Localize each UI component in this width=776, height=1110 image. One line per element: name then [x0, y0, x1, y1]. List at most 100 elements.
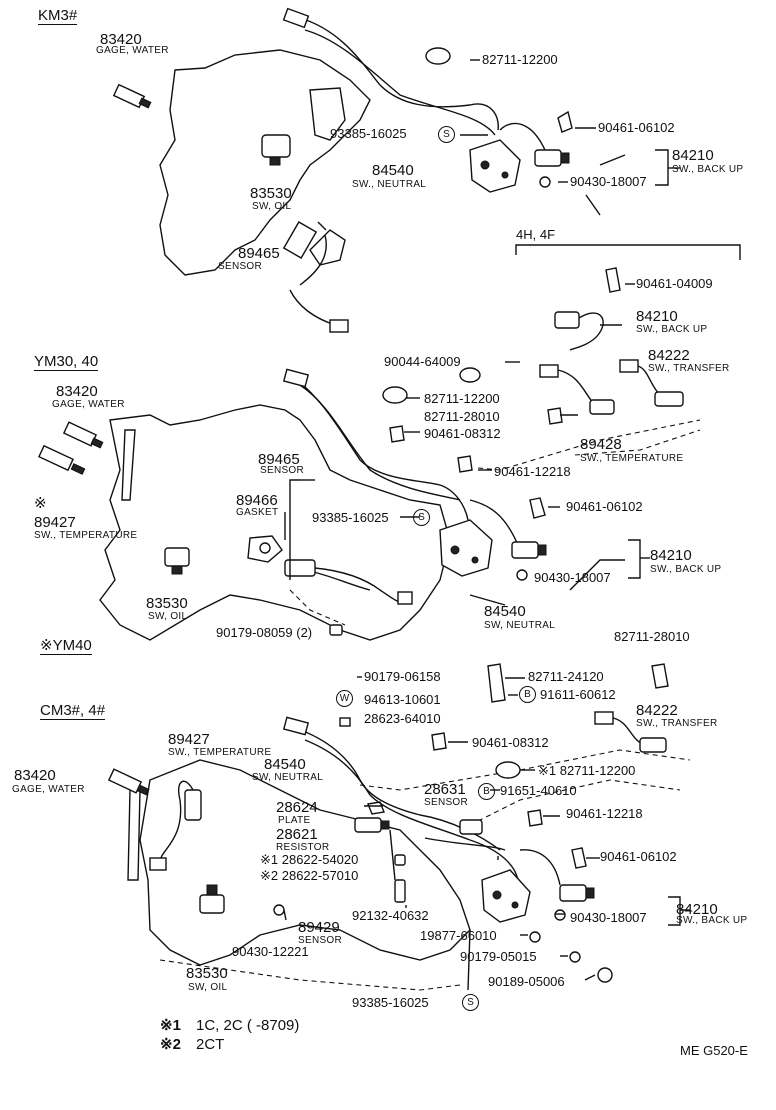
gage-water-cm-icon — [107, 768, 150, 796]
resistor-cm-icon — [354, 817, 390, 833]
part-90430-18007: 90430-18007 — [570, 174, 647, 189]
part-83420: 83420 — [14, 767, 56, 784]
part-90430-18007: 90430-18007 — [570, 910, 647, 925]
badge-b: B — [519, 686, 536, 703]
part-89427: 89427 — [34, 514, 76, 531]
part-desc: SW., NEUTRAL — [352, 179, 427, 190]
part-90179-05015: 90179-05015 — [460, 949, 537, 964]
clamp-km3-icon — [425, 47, 451, 65]
part-89465: 89465 — [238, 245, 280, 262]
section-ym40: ※YM40 — [40, 637, 92, 655]
part-93385-16025: 93385-16025 — [352, 995, 429, 1010]
part-84210: 84210 — [650, 547, 692, 564]
part-28623-64010: 28623-64010 — [364, 711, 441, 726]
sensor-ym-icon — [284, 559, 413, 605]
part-19877-66010: 19877-66010 — [420, 928, 497, 943]
part-90430-12221: 90430-12221 — [232, 944, 309, 959]
part-84540: 84540 — [372, 162, 414, 179]
badge-w: W — [336, 690, 353, 707]
part-desc: RESISTOR — [276, 842, 330, 853]
part-90430-18007: 90430-18007 — [534, 570, 611, 585]
part-desc: SW., TEMPERATURE — [168, 747, 272, 758]
backup-switch-4h-icon — [554, 311, 604, 351]
part-desc: GASKET — [236, 507, 279, 518]
oil-switch-ym-icon — [164, 547, 190, 575]
neutral-switch-km3-icon — [469, 139, 521, 193]
part-28621: 28621 — [276, 826, 318, 843]
clamp-ym-icon — [382, 367, 481, 404]
footnote-mark: ※ — [34, 495, 47, 512]
part-90461-06102: 90461-06102 — [566, 499, 643, 514]
neutral-switch-ym-icon — [439, 519, 493, 577]
part-89466: 89466 — [236, 492, 278, 509]
part-desc: GAGE, WATER — [96, 45, 169, 56]
backup-switch-cm-icon — [559, 884, 595, 902]
section-ym30-40: YM30, 40 — [34, 353, 99, 371]
part-84222: 84222 — [636, 702, 678, 719]
part-84540: 84540 — [484, 603, 526, 620]
section-4h-4f: 4H, 4F — [516, 227, 556, 242]
neutral-switch-cm-icon — [481, 869, 531, 923]
footnote-2-mark: ※2 — [160, 1036, 181, 1053]
gasket-ym-icon — [247, 535, 283, 563]
part-90189-05006: 90189-05006 — [488, 974, 565, 989]
part-desc: SW., BACK UP — [636, 324, 708, 335]
part-desc: PLATE — [278, 815, 311, 826]
gage-water-km3-icon — [112, 83, 152, 109]
part-desc: GAGE, WATER — [52, 399, 125, 410]
part-82711-28010: 82711-28010 — [614, 629, 690, 644]
part-90461-08312: 90461-08312 — [424, 426, 501, 441]
engine-outline-ym — [99, 404, 451, 641]
section-cm3-4: CM3#, 4# — [40, 702, 106, 720]
part-90179-06158: 90179-06158 — [364, 669, 441, 684]
part-82711-12200: 82711-12200 — [424, 391, 500, 406]
oil-switch-cm-icon — [199, 884, 225, 914]
backup-switch-km3-icon — [534, 149, 570, 167]
part-89427: 89427 — [168, 731, 210, 748]
part-90461-12218: 90461-12218 — [566, 806, 643, 821]
part-94613-10601: 94613-10601 — [364, 692, 441, 707]
part-desc: SW., BACK UP — [672, 164, 744, 175]
part-90461-12218: 90461-12218 — [494, 464, 571, 479]
part-89465: 89465 — [258, 451, 300, 468]
part-desc: SW., BACK UP — [650, 564, 722, 575]
badge-s-cm: S — [462, 994, 479, 1011]
part-desc: SENSOR — [260, 465, 305, 476]
part-93385-16025: 93385-16025 — [312, 510, 389, 525]
sensor-km3-icon — [282, 221, 327, 259]
part-83420: 83420 — [56, 383, 98, 400]
badge-s-ym: S — [413, 509, 430, 526]
part-84210: 84210 — [636, 308, 678, 325]
part-28622-57010: ※2 28622-57010 — [260, 868, 359, 883]
part-desc: SW, NEUTRAL — [252, 772, 324, 783]
part-84210: 84210 — [676, 901, 718, 918]
part-desc: SW., TRANSFER — [636, 718, 718, 729]
part-82711-12200: 82711-12200 — [482, 52, 558, 67]
bracket-ym-icon — [389, 407, 563, 519]
part-desc: SENSOR — [218, 261, 263, 272]
bracket-cm-icon — [431, 663, 669, 869]
part-83530: 83530 — [146, 595, 188, 612]
bracket-km3-icon — [557, 110, 573, 133]
footnote-2-text: 2CT — [196, 1036, 225, 1053]
engine-outline-km3 — [159, 49, 371, 276]
part-desc: SW., TEMPERATURE — [34, 530, 138, 541]
part-desc: SW., BACK UP — [676, 915, 748, 926]
part-desc: SW, OIL — [188, 982, 228, 993]
badge-s-km3: S — [438, 126, 455, 143]
transfer-switch-cm-icon — [594, 711, 667, 753]
part-82711-24120: 82711-24120 — [528, 669, 604, 684]
footnote-1-text: 1C, 2C ( -8709) — [196, 1017, 300, 1034]
part-desc: SW., TRANSFER — [648, 363, 730, 374]
plate-cm-icon — [367, 801, 385, 815]
part-84540: 84540 — [264, 756, 306, 773]
part-desc: SW, OIL — [148, 611, 188, 622]
part-desc: SW, NEUTRAL — [484, 620, 556, 631]
part-91611-60612: 91611-60612 — [540, 687, 616, 702]
part-84210: 84210 — [672, 147, 714, 164]
part-84222: 84222 — [648, 347, 690, 364]
connector-ym-icon — [282, 368, 343, 636]
footnote-1-mark: ※1 — [160, 1017, 181, 1034]
